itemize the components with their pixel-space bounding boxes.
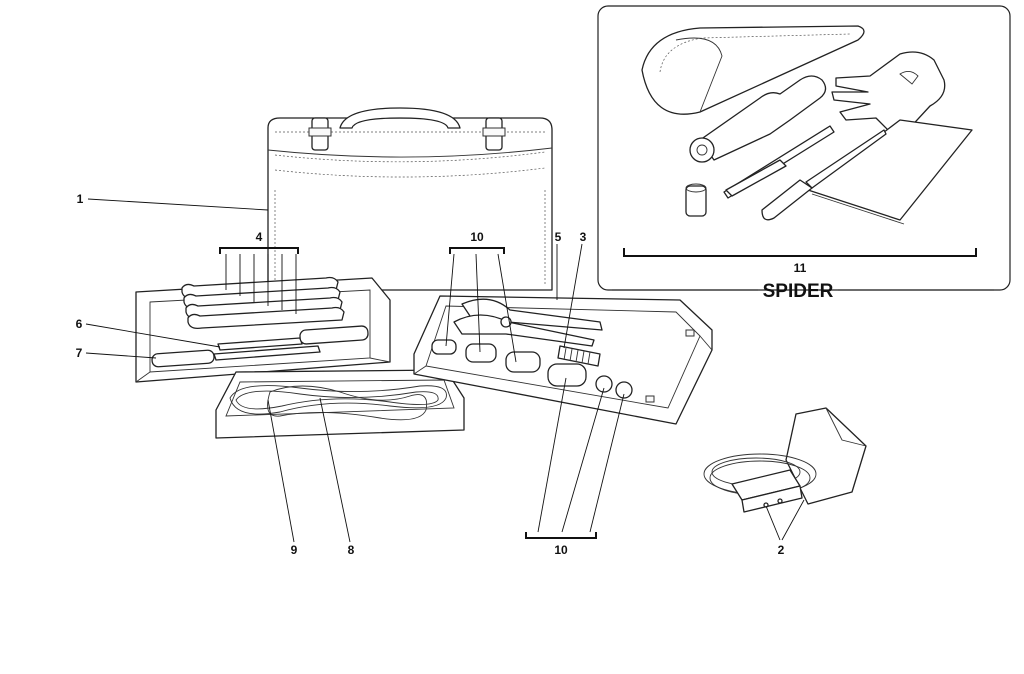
callout-9: 9 — [291, 543, 298, 557]
open-end-wrench-set — [181, 276, 345, 330]
callout-2: 2 — [778, 543, 785, 557]
callout-3: 3 — [580, 230, 587, 244]
spider-inset: SPIDER 11 — [597, 5, 1011, 302]
cable-pouch-kit — [703, 407, 867, 513]
callout-10-bottom: 10 — [554, 543, 568, 557]
callout-1: 1 — [77, 192, 84, 206]
drive-belt — [229, 385, 447, 415]
callout-4: 4 — [256, 230, 263, 244]
callout-5: 5 — [555, 230, 562, 244]
inset-title: SPIDER — [763, 281, 834, 302]
leader-lines — [85, 198, 805, 543]
alternator-belt — [267, 385, 428, 421]
callout-6: 6 — [76, 317, 83, 331]
socket-set — [431, 339, 633, 399]
screwdriver-flat — [217, 325, 369, 351]
screwdriver-phillips — [151, 345, 321, 368]
callout-11: 11 — [794, 261, 807, 275]
spark-plug-socket — [557, 345, 601, 367]
tool-bag — [267, 107, 553, 291]
callout-8: 8 — [348, 543, 355, 557]
callout-10-top: 10 — [470, 230, 484, 244]
callout-7: 7 — [76, 346, 83, 360]
